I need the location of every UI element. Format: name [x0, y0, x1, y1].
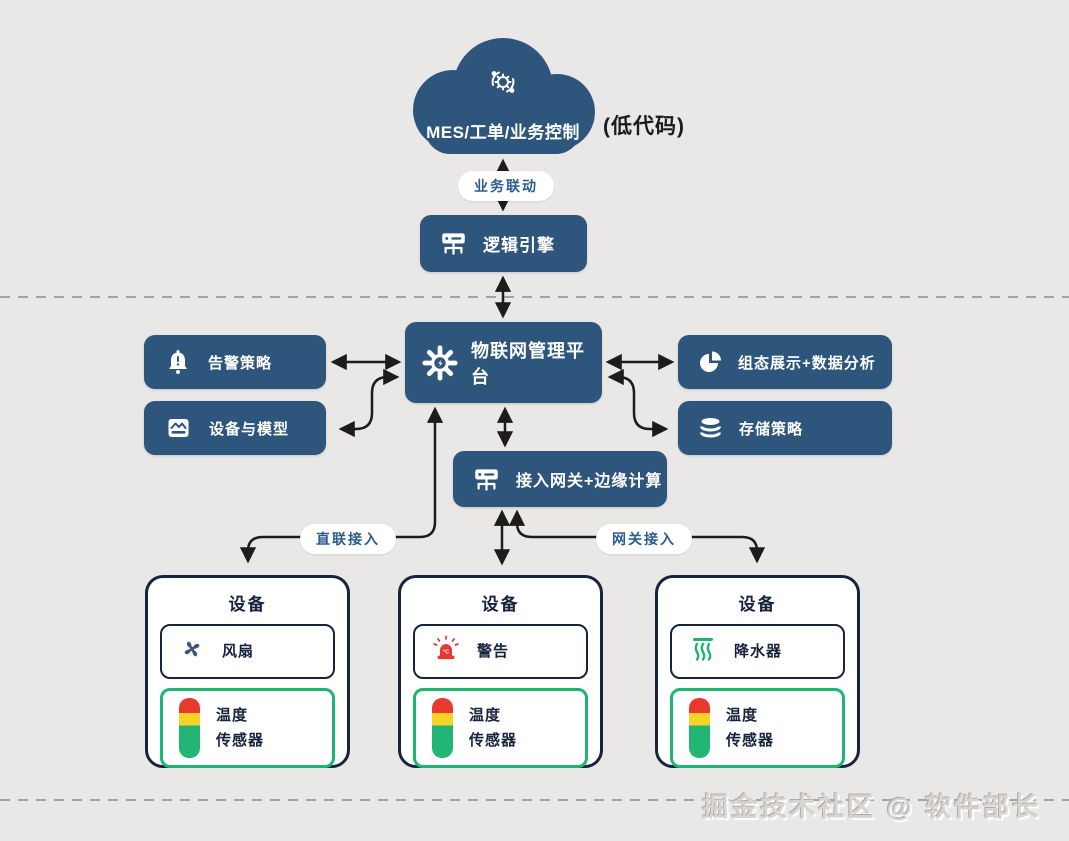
- cloud-mes-node: MES/工单/业务控制: [405, 36, 601, 154]
- sensor-label-line1: 温度: [216, 706, 249, 724]
- direct-access-label: 直联接入: [300, 524, 396, 554]
- sensor-box: 温度 传感器: [670, 688, 845, 768]
- automation-gear-icon: [491, 71, 515, 93]
- sprinkler-icon: [688, 635, 718, 668]
- gateway-edge-node: 接入网关+边缘计算: [453, 451, 667, 507]
- temperature-sensor-icon: [689, 698, 710, 758]
- cloud-label: MES/工单/业务控制: [426, 123, 580, 142]
- sensor-label: 温度 传感器: [216, 703, 264, 754]
- sensor-label-line2: 传感器: [726, 732, 775, 749]
- sensor-label: 温度 传感器: [726, 703, 774, 754]
- device-title: 设备: [228, 595, 267, 614]
- sensor-label-line1: 温度: [469, 706, 502, 724]
- temperature-sensor-icon: [179, 698, 200, 758]
- low-code-note: (低代码): [603, 115, 685, 138]
- component-box-fan: 风扇: [160, 624, 335, 679]
- hub-icon: [440, 230, 467, 257]
- iot-platform-label: 物联网管理平台: [471, 340, 585, 387]
- device-model-label: 设备与模型: [209, 420, 290, 438]
- storage-policy-node: 存储策略: [678, 401, 892, 455]
- logic-engine-label: 逻辑引擎: [483, 236, 555, 255]
- fan-icon: [178, 635, 206, 668]
- sensor-label-line1: 温度: [726, 706, 759, 724]
- svg-text:°C: °C: [443, 650, 449, 656]
- sensor-label-line2: 传感器: [216, 732, 265, 749]
- sensor-box: 温度 传感器: [413, 688, 588, 768]
- device-card-sprinkler: 设备 降水器 温度 传感器: [655, 575, 860, 768]
- device-card-fan: 设备 风扇 温度 传感器: [145, 575, 350, 768]
- component-box-alert: °C 警告: [413, 624, 588, 679]
- iot-platform-node: 物联网管理平台: [405, 322, 602, 403]
- pie-chart-icon: [698, 350, 722, 374]
- component-label: 降水器: [734, 642, 783, 660]
- alarm-bell-icon: [166, 349, 190, 375]
- storage-policy-label: 存储策略: [739, 420, 804, 438]
- alarm-policy-label: 告警策略: [208, 354, 273, 372]
- watermark: 掘金技术社区 @ 软件部长: [702, 792, 1041, 822]
- gateway-edge-label: 接入网关+边缘计算: [516, 473, 663, 490]
- iot-burst-icon: [421, 344, 459, 382]
- database-icon: [698, 416, 723, 440]
- scada-analytics-label: 组态展示+数据分析: [738, 354, 876, 372]
- sensor-label-line2: 传感器: [469, 732, 518, 749]
- logic-engine-node: 逻辑引擎: [420, 215, 587, 272]
- business-link-label: 业务联动: [458, 171, 554, 201]
- sensor-box: 温度 传感器: [160, 688, 335, 768]
- hub-icon: [473, 466, 500, 493]
- device-card-icon: [166, 416, 191, 440]
- gateway-access-label: 网关接入: [596, 524, 692, 554]
- siren-icon: °C: [431, 635, 461, 668]
- device-title: 设备: [738, 595, 777, 614]
- temperature-sensor-icon: [432, 698, 453, 758]
- scada-analytics-node: 组态展示+数据分析: [678, 335, 892, 389]
- sensor-label: 温度 传感器: [469, 703, 517, 754]
- alarm-policy-node: 告警策略: [144, 335, 326, 389]
- component-label: 警告: [477, 642, 510, 660]
- device-card-alert: 设备 °C 警告 温度 传感器: [398, 575, 603, 768]
- component-box-sprinkler: 降水器: [670, 624, 845, 679]
- device-model-node: 设备与模型: [144, 401, 326, 455]
- component-label: 风扇: [222, 642, 255, 660]
- device-title: 设备: [481, 595, 520, 614]
